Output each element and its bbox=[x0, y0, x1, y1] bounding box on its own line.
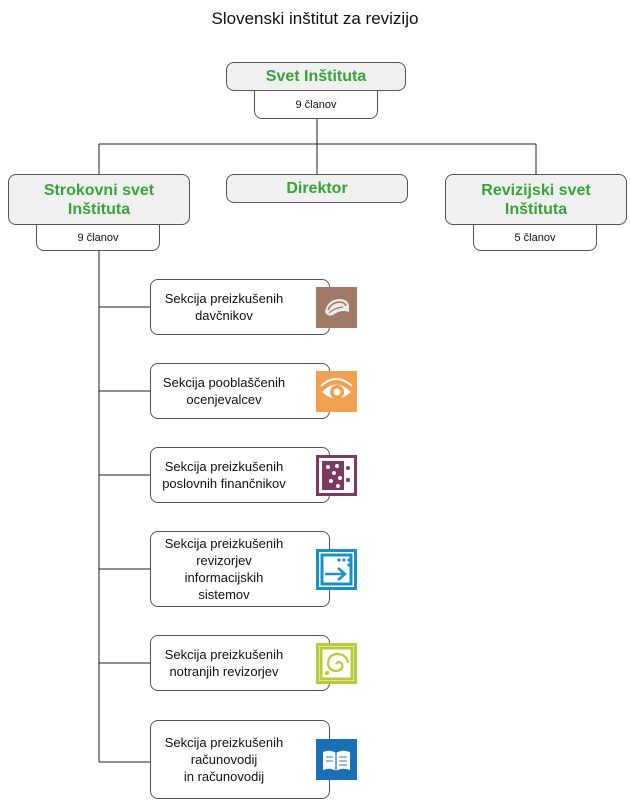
professional-council-members-box: 9 članov bbox=[36, 224, 160, 251]
section-box-appraisers: Sekcija pooblaščenih ocenjevalcev bbox=[150, 363, 330, 419]
arrow-logo-icon bbox=[316, 549, 357, 590]
dots-logo-icon bbox=[316, 455, 357, 496]
section-label: Sekcija preizkušenih poslovnih finančnik… bbox=[162, 459, 286, 491]
section-label: Sekcija pooblaščenih ocenjevalcev bbox=[162, 375, 286, 407]
section-box-accountants: Sekcija preizkušenih računovodij in raču… bbox=[150, 720, 330, 799]
council-box: Svet Inštituta bbox=[226, 62, 406, 91]
director-box: Direktor bbox=[226, 174, 408, 203]
section-label: Sekcija preizkušenih davčnikov bbox=[164, 291, 284, 323]
eye-logo-icon bbox=[316, 371, 357, 412]
professional-council-name: Strokovni svet Inštituta bbox=[43, 181, 155, 218]
audit-council-members: 5 članov bbox=[514, 231, 556, 244]
council-members-box: 9 članov bbox=[254, 90, 378, 119]
director-name: Direktor bbox=[286, 180, 348, 197]
professional-council-members: 9 članov bbox=[77, 231, 119, 244]
professional-council-box: Strokovni svet Inštituta bbox=[8, 174, 190, 225]
page-title: Slovenski inštitut za revizijo bbox=[211, 9, 419, 28]
audit-council-name: Revizijski svet Inštituta bbox=[481, 181, 591, 218]
section-box-financial: Sekcija preizkušenih poslovnih finančnik… bbox=[150, 447, 330, 503]
section-box-tax-advisors: Sekcija preizkušenih davčnikov bbox=[150, 279, 330, 335]
audit-council-members-box: 5 članov bbox=[473, 224, 597, 251]
section-box-it-auditors: Sekcija preizkušenih revizorjev informac… bbox=[150, 531, 330, 607]
section-label: Sekcija preizkušenih notranjih revizorje… bbox=[164, 647, 284, 679]
spiral-logo-icon bbox=[316, 643, 357, 684]
section-box-internal-auditors: Sekcija preizkušenih notranjih revizorje… bbox=[150, 635, 330, 691]
section-label: Sekcija preizkušenih računovodij in raču… bbox=[164, 735, 284, 784]
council-members: 9 članov bbox=[295, 98, 337, 111]
book-logo-icon bbox=[316, 739, 357, 780]
council-name: Svet Inštituta bbox=[265, 68, 367, 85]
audit-council-box: Revizijski svet Inštituta bbox=[445, 174, 627, 225]
tax-advisors-logo-icon bbox=[316, 287, 357, 328]
section-label: Sekcija preizkušenih revizorjev informac… bbox=[164, 536, 284, 602]
